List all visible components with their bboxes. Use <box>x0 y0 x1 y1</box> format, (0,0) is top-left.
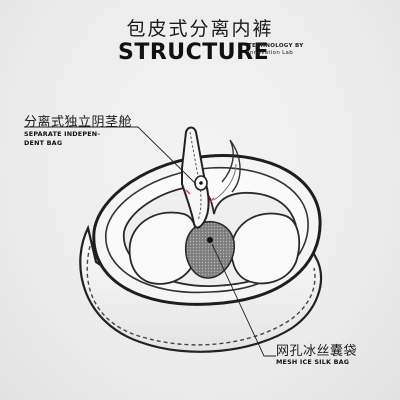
separate-pouch-label-en: SEPARATE INDEPEN- DENT BAG <box>24 130 134 147</box>
technology-note-line2: Innovation Lab <box>248 50 293 56</box>
fabric-fold-inner <box>213 163 237 201</box>
separate-pouch <box>181 126 210 229</box>
technology-note: TECHNOLOGY BY Innovation Lab <box>248 43 318 57</box>
separate-pouch-label-en-line1: SEPARATE INDEPEN- <box>24 130 101 138</box>
right-cup <box>230 212 301 285</box>
technology-note-line1: TECHNOLOGY BY <box>248 43 304 49</box>
mesh-bag-leader <box>211 243 276 357</box>
page-title-cn: 包皮式分离内裤 <box>126 18 274 40</box>
pink-accent-left <box>185 189 191 195</box>
separate-pouch-label-cn: 分离式独立阴茎舱 <box>24 115 133 130</box>
page-title-en: STRUCTURE <box>118 40 270 65</box>
mesh-bag-label-en: MESH ICE SILK BAG <box>276 358 350 366</box>
separate-pouch-leader <box>24 126 197 185</box>
pouch-opening-center <box>199 181 203 185</box>
pouch-seam <box>189 131 202 221</box>
pink-accent-right <box>209 197 215 203</box>
separate-pouch-label-en-line2: DENT BAG <box>24 138 63 147</box>
hem-stitch-line <box>86 245 316 346</box>
mesh-bag-label-cn: 网孔冰丝囊袋 <box>276 344 358 359</box>
fabric-fold <box>221 139 241 193</box>
mesh-bag-marker <box>207 237 213 243</box>
